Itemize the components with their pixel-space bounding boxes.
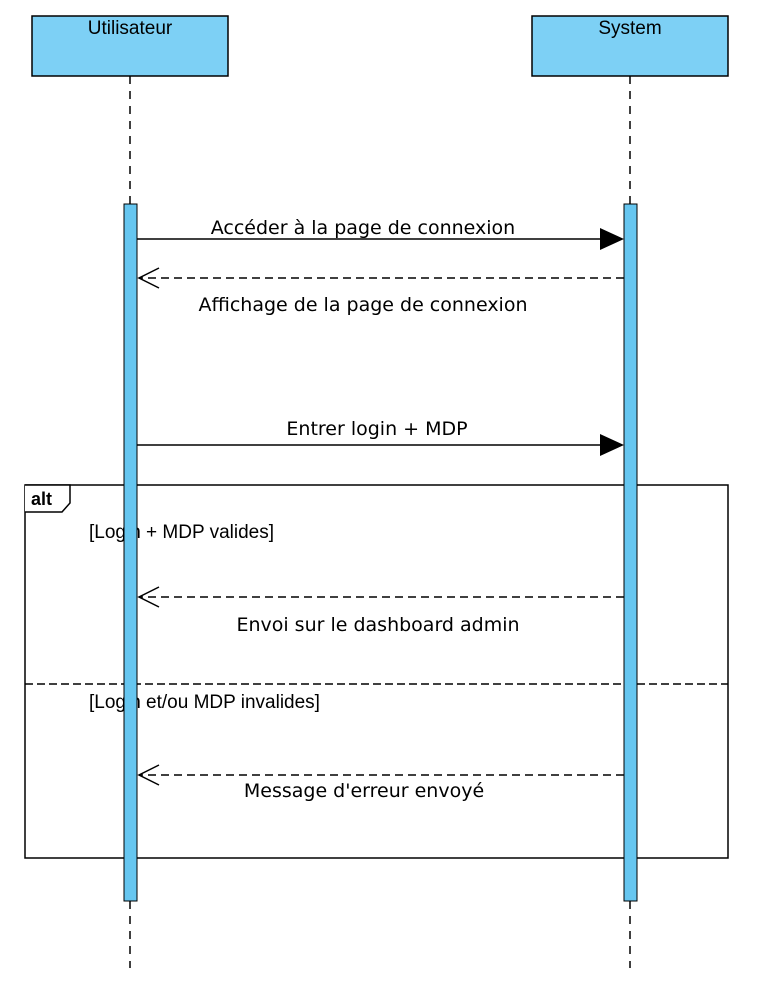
participant-system-label: System	[598, 18, 661, 39]
message-4-label: Envoi sur le dashboard admin	[236, 614, 519, 636]
alt-guard-invalid: [Login et/ou MDP invalides]	[89, 692, 320, 713]
message-2-arrowhead	[137, 267, 160, 289]
participant-user-box	[31, 15, 229, 77]
message-5-label: Message d'erreur envoyé	[244, 780, 484, 802]
participant-system-box	[531, 15, 729, 77]
activation-system	[623, 203, 638, 902]
message-3-label: Entrer login + MDP	[286, 418, 467, 440]
participant-user: Utilisateur	[31, 15, 229, 77]
message-3: Entrer login + MDP	[137, 418, 624, 456]
message-3-arrowhead	[600, 434, 624, 456]
participant-system: System	[531, 15, 729, 77]
activation-user	[123, 203, 138, 902]
message-5-arrowhead	[137, 764, 160, 786]
alt-guard-valid: [Login + MDP valides]	[89, 522, 274, 543]
message-4: Envoi sur le dashboard admin	[137, 586, 624, 636]
alt-fragment-frame	[24, 484, 729, 859]
message-1: Accéder à la page de connexion	[137, 217, 624, 250]
message-2-label: Affichage de la page de connexion	[198, 294, 527, 316]
alt-fragment: alt [Login + MDP valides] [Login et/ou M…	[24, 484, 729, 859]
alt-fragment-tag: alt	[31, 489, 52, 509]
message-1-arrowhead	[600, 228, 624, 250]
alt-fragment-tag-box	[25, 484, 71, 513]
message-4-arrowhead	[137, 586, 160, 608]
participant-user-label: Utilisateur	[88, 18, 173, 39]
message-5: Message d'erreur envoyé	[137, 764, 624, 802]
message-1-label: Accéder à la page de connexion	[211, 217, 515, 239]
message-2: Affichage de la page de connexion	[137, 267, 624, 316]
